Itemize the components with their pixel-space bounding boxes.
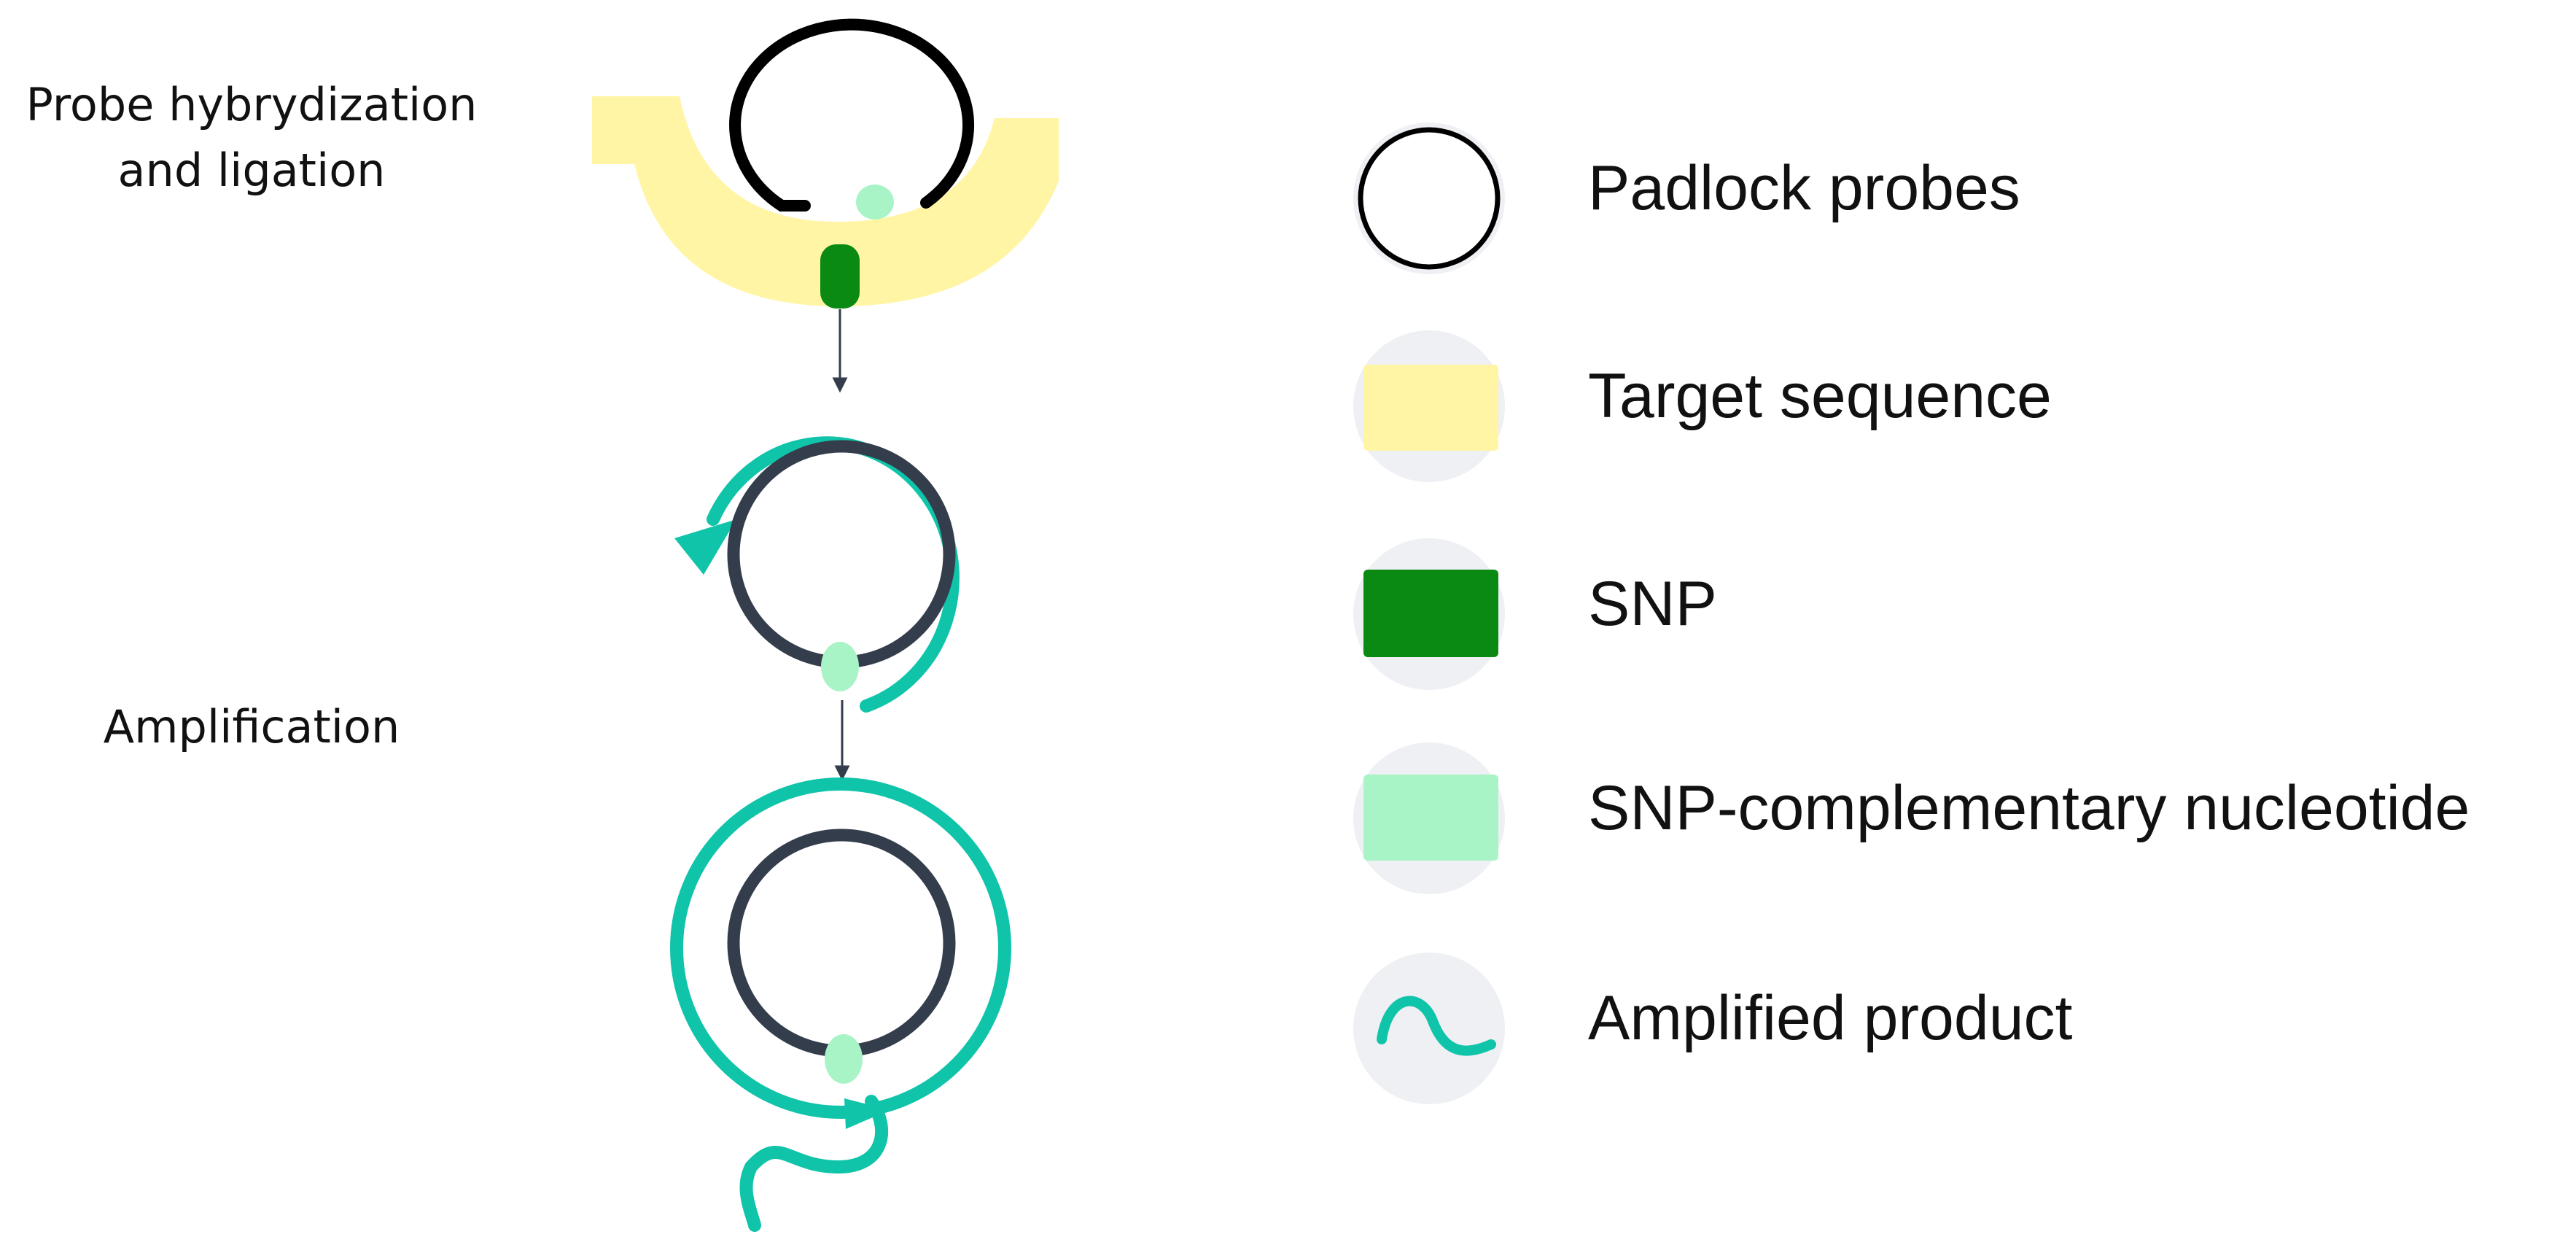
snp-complementary-nucleotide-2 <box>825 1034 863 1084</box>
hybridization-stage <box>592 18 1059 309</box>
amplified-product-loop <box>670 777 1011 1119</box>
legend-label-padlock: Padlock probes <box>1588 153 2020 223</box>
snp-complementary-nucleotide-1 <box>821 642 859 691</box>
amplified-product-tail <box>739 1095 888 1232</box>
legend-item-target: Target sequence <box>1353 330 2052 482</box>
amplified-product-arrowhead-2 <box>844 1098 890 1129</box>
snp-swatch <box>1363 570 1498 657</box>
amplified-product-wave-icon <box>1377 996 1496 1056</box>
legend: Padlock probes Target sequence SNP SNP-c… <box>1353 123 2470 1104</box>
step-label-hybridization-line1: Probe hybrydization <box>26 78 478 131</box>
legend-item-snp-complementary: SNP-complementary nucleotide <box>1353 742 2470 894</box>
legend-item-amplified: Amplified product <box>1353 953 2073 1104</box>
step-label-hybridization-line2: and ligation <box>118 144 386 197</box>
amplification-stage-rolling <box>670 777 1011 1232</box>
padlock-probe-circularized-2 <box>727 829 956 1058</box>
legend-label-snp-complementary: SNP-complementary nucleotide <box>1588 773 2470 843</box>
legend-label-amplified: Amplified product <box>1588 983 2073 1053</box>
amplification-stage-start <box>674 436 960 713</box>
legend-label-snp: SNP <box>1588 569 1717 639</box>
step-label-amplification: Amplification <box>104 700 400 753</box>
padlock-probe-open <box>729 18 974 212</box>
legend-item-padlock: Padlock probes <box>1353 123 2020 274</box>
amplified-product-arrowhead-1 <box>674 519 736 575</box>
snp-complementary-swatch <box>1363 775 1498 861</box>
padlock-probe-circularized-1 <box>727 440 956 669</box>
legend-label-target: Target sequence <box>1588 361 2052 431</box>
legend-swatch-bg <box>1353 953 1505 1104</box>
target-sequence-swatch <box>1363 365 1498 451</box>
legend-item-snp: SNP <box>1353 538 1717 690</box>
padlock-probe-icon <box>1358 127 1501 270</box>
snp-complementary-nucleotide <box>856 185 894 220</box>
target-sequence-strand <box>592 96 1059 306</box>
snp-marker <box>820 244 860 309</box>
